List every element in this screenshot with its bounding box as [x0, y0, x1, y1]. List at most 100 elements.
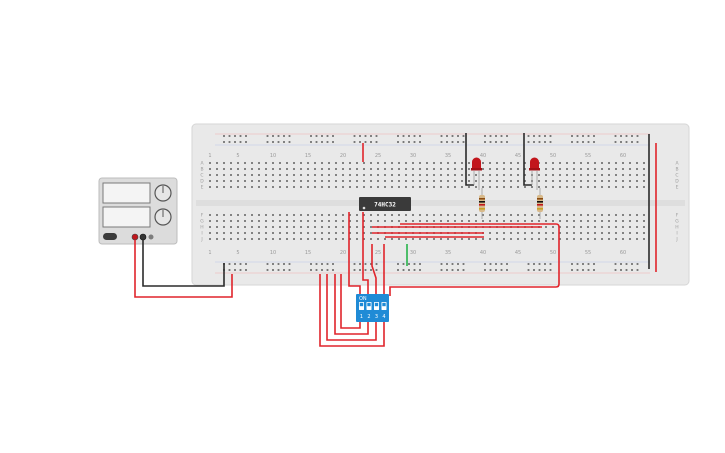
wire-led1-ground[interactable]: [465, 133, 474, 186]
breadboard-hole: [573, 238, 575, 240]
breadboard-hole: [230, 232, 232, 234]
rail-hole: [636, 135, 639, 137]
wire-output-loop[interactable]: [389, 223, 560, 296]
breadboard-hole: [643, 226, 645, 228]
breadboard-hole: [356, 226, 358, 228]
rail-hole: [364, 135, 367, 137]
wire-led2-ground[interactable]: [523, 133, 532, 186]
wire-power-positive[interactable]: [134, 240, 233, 298]
rail-hole: [549, 263, 552, 265]
breadboard-hole: [321, 186, 323, 188]
breadboard-hole: [489, 180, 491, 182]
breadboard-hole: [433, 174, 435, 176]
led-2[interactable]: [529, 157, 540, 191]
rail-hole: [549, 135, 552, 137]
breadboard-hole: [328, 168, 330, 170]
breadboard-hole: [286, 174, 288, 176]
breadboard-hole: [307, 226, 309, 228]
breadboard-hole: [601, 180, 603, 182]
breadboard-hole: [279, 168, 281, 170]
led-1[interactable]: [471, 157, 482, 191]
breadboard-hole: [293, 220, 295, 222]
breadboard-hole: [559, 186, 561, 188]
rail-hole: [587, 269, 590, 271]
breadboard-hole: [321, 168, 323, 170]
breadboard-hole: [629, 220, 631, 222]
breadboard-hole: [216, 220, 218, 222]
breadboard-hole: [272, 214, 274, 216]
rail-hole: [506, 135, 508, 137]
breadboard-hole: [503, 214, 505, 216]
breadboard-hole: [223, 214, 225, 216]
resistor-1[interactable]: [479, 188, 485, 219]
wire-input-c[interactable]: [371, 244, 377, 296]
breadboard-hole: [440, 162, 442, 164]
breadboard-hole: [258, 168, 260, 170]
breadboard-hole: [321, 214, 323, 216]
terminal-negative[interactable]: [139, 233, 147, 241]
breadboard-hole: [531, 238, 533, 240]
breadboard-hole: [244, 180, 246, 182]
breadboard-hole: [601, 226, 603, 228]
wire-input-a[interactable]: [348, 212, 361, 296]
power-supply[interactable]: [98, 177, 178, 245]
breadboard-hole: [489, 174, 491, 176]
breadboard-hole: [412, 162, 414, 164]
rail-hole: [495, 263, 497, 265]
rail-hole: [315, 269, 318, 271]
breadboard-hole: [552, 226, 554, 228]
wire-input-b[interactable]: [362, 212, 369, 296]
breadboard-hole: [209, 180, 211, 182]
breadboard-hole: [608, 226, 610, 228]
column-number-bottom: 35: [445, 250, 451, 256]
rail-hole: [419, 135, 421, 137]
breadboard-hole: [566, 180, 568, 182]
rail-hole: [402, 269, 405, 271]
wire-dip-3[interactable]: [326, 274, 377, 341]
breadboard-hole: [216, 232, 218, 234]
breadboard-hole: [643, 168, 645, 170]
breadboard-hole: [538, 220, 540, 222]
chip-74hc32[interactable]: 74HC32: [359, 197, 411, 211]
rail-hole: [402, 135, 405, 137]
breadboard-hole: [545, 186, 547, 188]
resistor-2[interactable]: [537, 188, 543, 219]
breadboard-hole: [545, 180, 547, 182]
breadboard-hole: [636, 180, 638, 182]
breadboard-hole: [496, 186, 498, 188]
breadboard-hole: [293, 232, 295, 234]
breadboard-hole: [482, 174, 484, 176]
breadboard-hole: [293, 180, 295, 182]
wire-dip-2[interactable]: [334, 274, 369, 335]
rail-hole: [489, 141, 492, 143]
breadboard-hole: [279, 220, 281, 222]
rail-hole: [440, 269, 443, 271]
breadboard-hole: [426, 162, 428, 164]
breadboard-hole: [244, 214, 246, 216]
wire-dip-1[interactable]: [340, 274, 361, 329]
breadboard-hole: [636, 174, 638, 176]
breadboard-hole: [454, 238, 456, 240]
power-switch[interactable]: [103, 233, 117, 240]
breadboard-hole: [349, 220, 351, 222]
breadboard-hole: [440, 186, 442, 188]
rail-hole: [359, 135, 361, 137]
terminal-positive[interactable]: [131, 233, 139, 241]
breadboard-hole: [209, 162, 211, 164]
row-letter: E: [201, 185, 204, 191]
breadboard-hole: [272, 180, 274, 182]
wire-dip-4[interactable]: [319, 274, 385, 347]
breadboard-hole: [244, 238, 246, 240]
breadboard-hole: [538, 232, 540, 234]
breadboard-hole: [300, 180, 302, 182]
wire-power-negative[interactable]: [142, 240, 225, 287]
rail-hole: [245, 135, 247, 137]
breadboard-hole: [300, 214, 302, 216]
column-number-bottom: 55: [585, 250, 591, 256]
breadboard-hole: [321, 226, 323, 228]
terminal-ground[interactable]: [148, 234, 154, 240]
breadboard-hole: [573, 162, 575, 164]
column-number-top: 55: [585, 153, 591, 159]
